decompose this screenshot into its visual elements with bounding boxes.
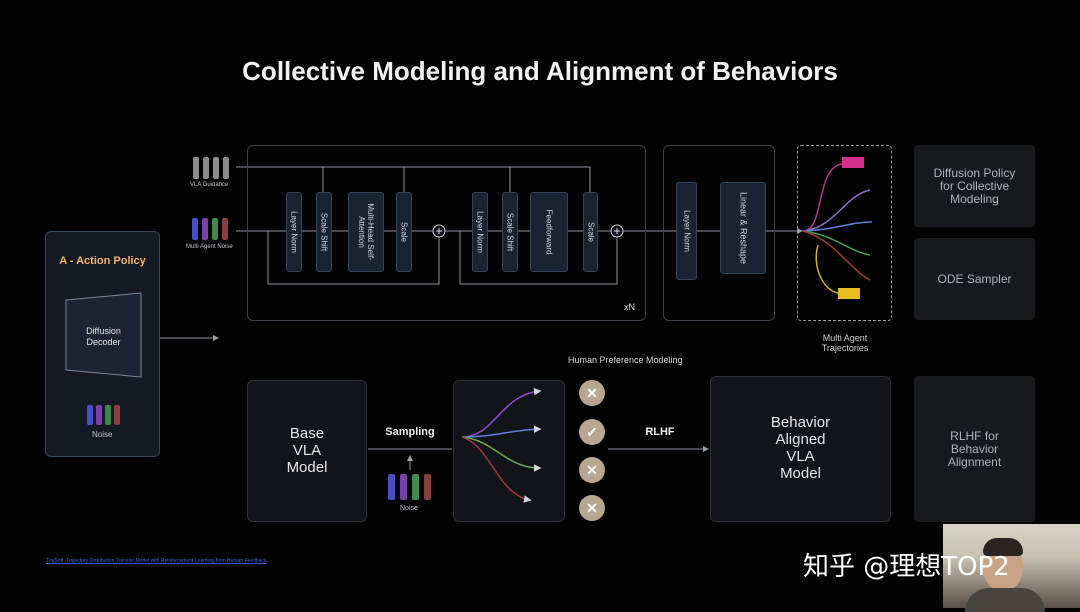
trajectory-start-marker bbox=[842, 157, 864, 168]
aligned-vla-model-label: Behavior Aligned VLA Model bbox=[770, 414, 831, 482]
vla-guidance-tokens bbox=[193, 157, 233, 179]
sampling-label: Sampling bbox=[385, 426, 435, 438]
presenter-hair bbox=[983, 538, 1023, 556]
multi-agent-noise-label: Multi Agent Noise bbox=[186, 244, 233, 250]
footnote-link[interactable]: TrajSoft: Trajectory Distribution Transf… bbox=[46, 558, 267, 564]
transformer-self-attention: Multi-Head Self-Attention bbox=[348, 192, 384, 272]
action-policy-heading: A - Action Policy bbox=[59, 255, 146, 267]
side-label-diffusion-policy: Diffusion Policy for Collective Modeling bbox=[914, 145, 1035, 227]
reject-mark-2: ✕ bbox=[579, 457, 605, 483]
trajectories-panel bbox=[797, 145, 892, 321]
watermark: 知乎 @理想TOP2 bbox=[803, 552, 1010, 582]
sampling-noise-tokens bbox=[388, 474, 432, 500]
sampling-noise-label: Noise bbox=[400, 505, 418, 512]
action-noise-label: Noise bbox=[92, 430, 113, 439]
transformer-layer-norm-2: Layer Norm bbox=[472, 192, 488, 272]
accept-mark: ✓ bbox=[579, 419, 605, 445]
transformer-feedforward: Feedforward bbox=[530, 192, 568, 272]
multi-agent-noise-tokens bbox=[192, 218, 232, 240]
base-vla-model-label: Base VLA Model bbox=[286, 425, 328, 476]
output-linear-reshape: Linear & Reshape bbox=[720, 182, 766, 274]
transformer-scale-1: Scale bbox=[396, 192, 412, 272]
transformer-scale-shift-1: Scale Shift bbox=[316, 192, 332, 272]
transformer-scale-2: Scale bbox=[583, 192, 598, 272]
page-title: Collective Modeling and Alignment of Beh… bbox=[242, 56, 838, 86]
diffusion-decoder-label: Diffusion Decoder bbox=[86, 326, 121, 347]
transformer-block-panel bbox=[247, 145, 646, 321]
vla-guidance-label: VLA Guidance bbox=[190, 182, 229, 188]
rlhf-label: RLHF bbox=[645, 426, 675, 438]
trajectories-label: Multi Agent Trajectories bbox=[821, 333, 869, 353]
reject-mark-1: ✕ bbox=[579, 380, 605, 406]
action-noise-tokens bbox=[87, 405, 121, 425]
webcam-thumbnail bbox=[943, 524, 1080, 612]
side-label-ode-sampler: ODE Sampler bbox=[914, 238, 1035, 320]
output-layer-norm: Layer Norm bbox=[676, 182, 697, 280]
aligned-vla-model-panel bbox=[710, 376, 891, 522]
transformer-layer-norm-1: Layer Norm bbox=[286, 192, 302, 272]
presenter-body bbox=[965, 588, 1045, 612]
transformer-scale-shift-2: Scale Shift bbox=[502, 192, 518, 272]
sampled-trajectories-panel bbox=[453, 380, 565, 522]
output-head-panel bbox=[663, 145, 775, 321]
side-label-rlhf: RLHF for Behavior Alignment bbox=[914, 376, 1035, 522]
trajectory-end-marker bbox=[838, 288, 860, 299]
human-preference-label: Human Preference Modeling bbox=[568, 355, 683, 365]
reject-mark-3: ✕ bbox=[579, 495, 605, 521]
base-vla-model-panel bbox=[247, 380, 367, 522]
repeat-label: xN bbox=[624, 302, 635, 312]
